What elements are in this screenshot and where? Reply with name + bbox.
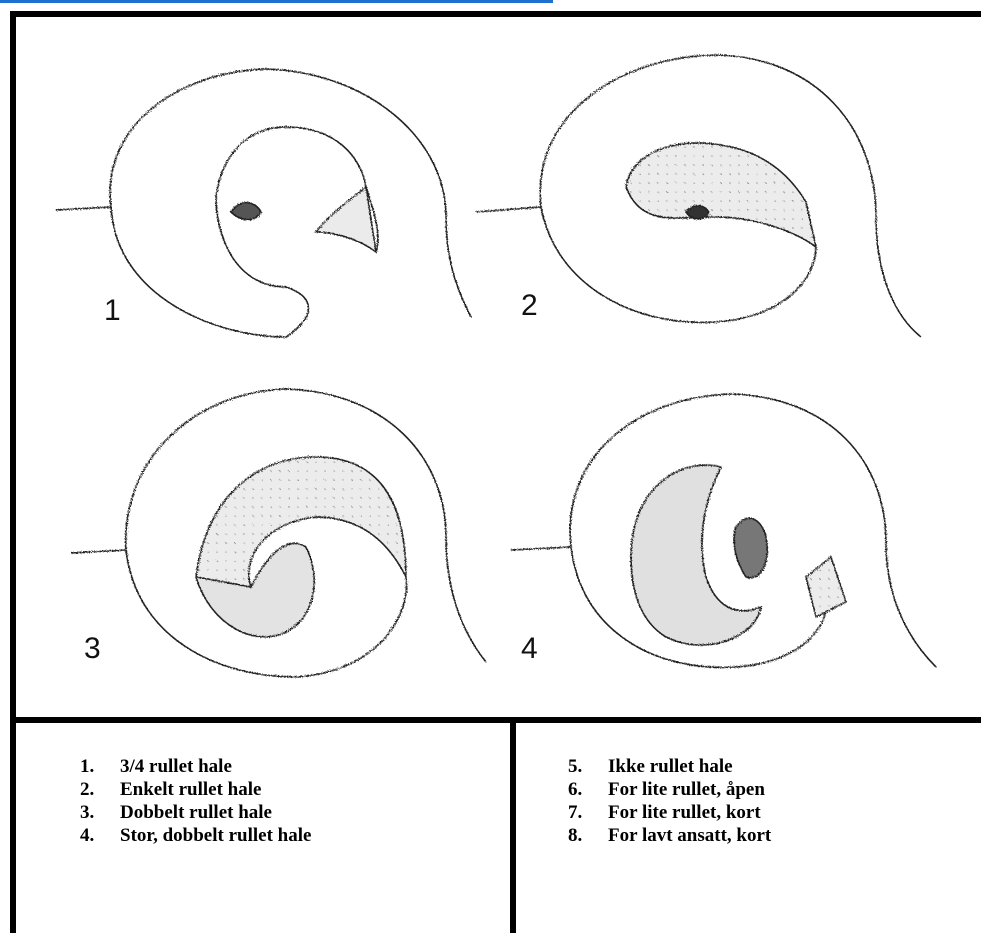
legend-item-label: For lite rullet, åpen — [608, 778, 765, 801]
panel-number-2: 2 — [521, 289, 538, 322]
legend-item: 6.For lite rullet, åpen — [568, 778, 771, 801]
legend-item-label: Stor, dobbelt rullet hale — [120, 824, 311, 847]
tail-drawing-2 — [476, 55, 921, 337]
legend-item: 5.Ikke rullet hale — [568, 755, 771, 778]
legend-left-column: 1.3/4 rullet hale 2.Enkelt rullet hale 3… — [80, 755, 311, 847]
legend-item-label: Dobbelt rullet hale — [120, 801, 272, 824]
top-accent-rule — [0, 0, 553, 3]
tail-drawing-4 — [511, 394, 936, 667]
panel-number-3: 3 — [84, 632, 101, 665]
legend-item-label: For lavt ansatt, kort — [608, 824, 771, 847]
legend-item: 3.Dobbelt rullet hale — [80, 801, 311, 824]
tail-illustrations: 1 2 3 4 — [16, 17, 981, 717]
legend-item: 1.3/4 rullet hale — [80, 755, 311, 778]
panel-number-4: 4 — [521, 632, 538, 665]
legend-right-column: 5.Ikke rullet hale 6.For lite rullet, åp… — [568, 755, 771, 847]
legend-item-label: 3/4 rullet hale — [120, 755, 232, 778]
legend-item-label: For lite rullet, kort — [608, 801, 761, 824]
legend-item: 8.For lavt ansatt, kort — [568, 824, 771, 847]
legend-item: 7.For lite rullet, kort — [568, 801, 771, 824]
legend-item: 2.Enkelt rullet hale — [80, 778, 311, 801]
horizontal-divider — [16, 717, 981, 723]
legend-item-label: Enkelt rullet hale — [120, 778, 261, 801]
legend-item-label: Ikke rullet hale — [608, 755, 733, 778]
tail-drawing-3 — [71, 389, 486, 677]
vertical-divider — [510, 723, 516, 933]
panel-number-1: 1 — [104, 294, 121, 327]
legend-item: 4.Stor, dobbelt rullet hale — [80, 824, 311, 847]
